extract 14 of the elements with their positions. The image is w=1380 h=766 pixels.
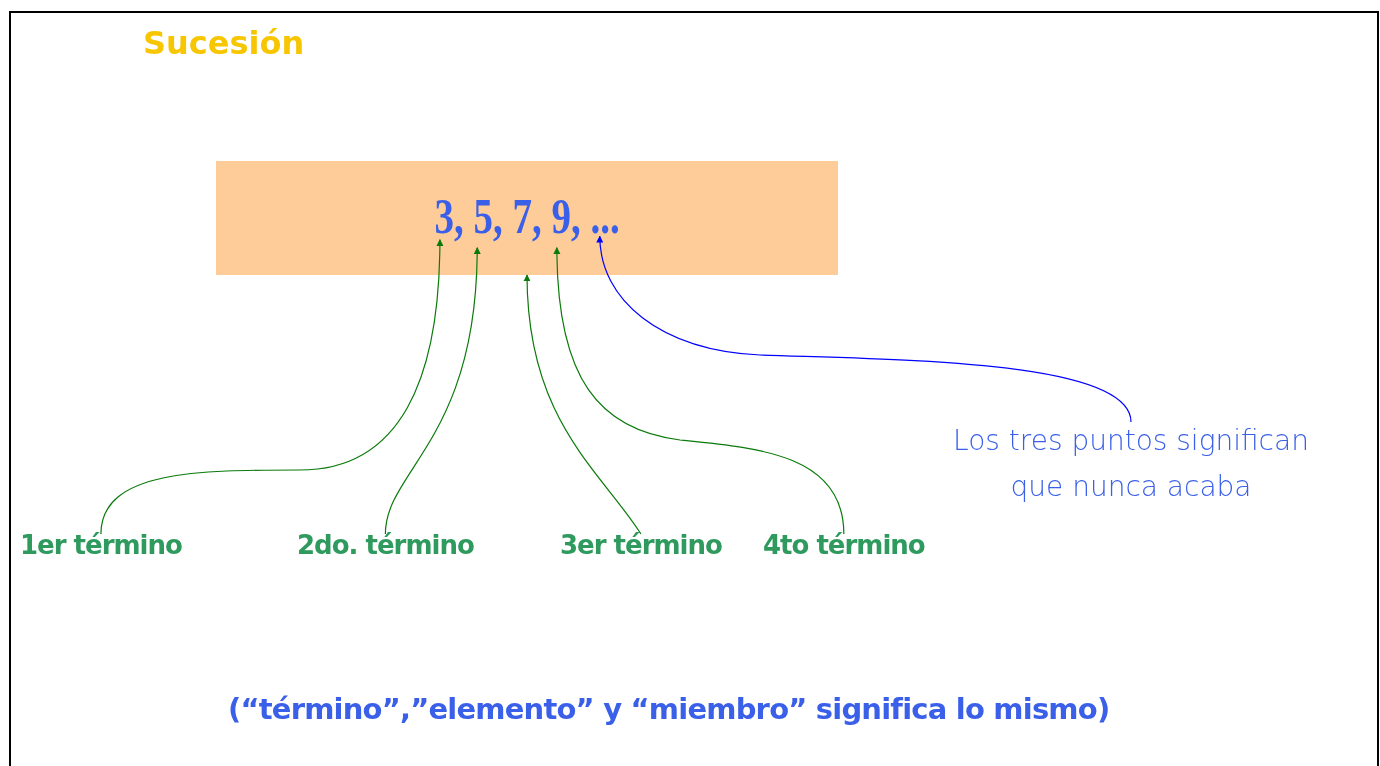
term-label: 1er término [20, 530, 182, 560]
leader-arrow [553, 246, 845, 535]
term-label: 4to término [763, 530, 925, 560]
sequence-band [216, 161, 838, 275]
leader-arrow [523, 274, 642, 535]
leader-arrow [596, 235, 1132, 423]
note-text: Los tres puntos significan que nunca acaba [950, 418, 1312, 510]
leader-arrow [100, 238, 444, 535]
term-label: 3er término [560, 530, 722, 560]
title: Sucesión [143, 24, 305, 62]
term-label: 2do. término [297, 530, 474, 560]
number-sequence: 3, 5, 7, 9, ... [433, 187, 621, 245]
note-text: (“término”,”elemento” y “miembro” significa lo mismo) [228, 692, 1110, 726]
leader-arrow [384, 246, 481, 535]
